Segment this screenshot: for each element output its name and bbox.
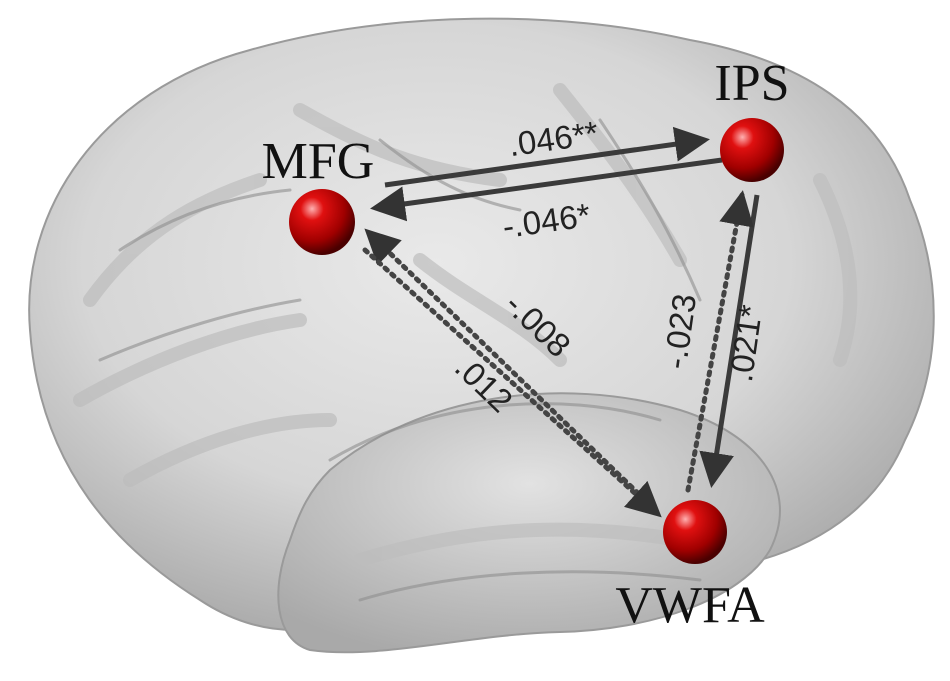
edge-vwfa-to-mfg (364, 228, 648, 503)
node-mfg: MFG (262, 133, 375, 255)
sulci (98, 118, 702, 602)
edge-mfg-to-ips (384, 126, 710, 188)
vwfa-sphere (663, 500, 727, 564)
ips-label: IPS (714, 55, 789, 112)
edges (362, 126, 760, 518)
edge-ips-to-mfg (370, 157, 723, 222)
mfg-label: MFG (262, 133, 375, 190)
mfg-sphere (289, 189, 355, 255)
edge-mfg-to-vwfa (362, 247, 662, 518)
brain-surface (28, 17, 935, 654)
edge-vwfa-to-ips (685, 190, 754, 493)
gyri (73, 83, 858, 567)
ips-sphere (720, 118, 784, 182)
vwfa-label: VWFA (615, 577, 765, 634)
edge-ips-to-vwfa (699, 194, 760, 488)
node-vwfa: VWFA (615, 500, 765, 634)
node-ips: IPS (714, 55, 790, 182)
